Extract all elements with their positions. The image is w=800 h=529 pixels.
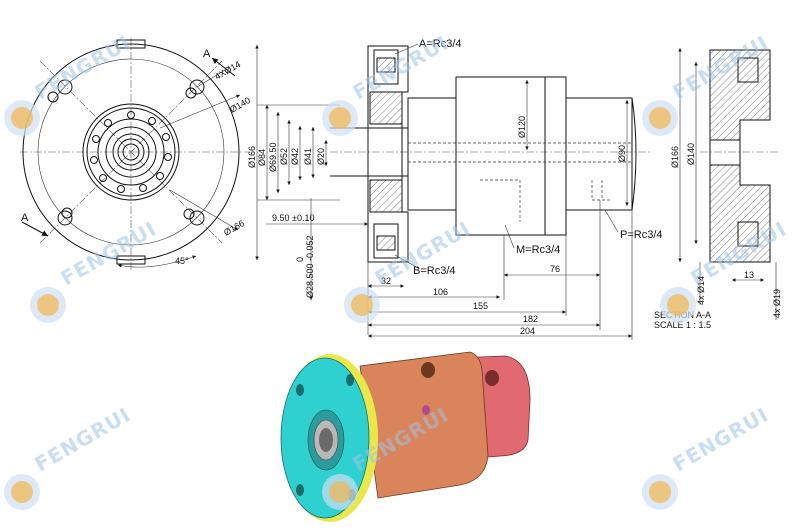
vertical-dimensions: Ø166 Ø84 Ø69.50 Ø52 Ø42 Ø41 Ø20 Ø120 Ø90… xyxy=(247,45,629,300)
dim-dia-41: Ø41 xyxy=(303,148,313,165)
dim-dia-20: Ø20 xyxy=(316,148,326,165)
section-mark-a-lower: A xyxy=(21,212,29,224)
side-view: Ø166 Ø84 Ø69.50 Ø52 Ø42 Ø41 Ø20 Ø120 Ø90… xyxy=(247,38,663,340)
dim-204: 204 xyxy=(520,326,535,336)
dim-dia-90: Ø90 xyxy=(617,145,627,162)
dim-pcd-140: Ø140 xyxy=(228,95,252,115)
port-a-label: A=Rc3/4 xyxy=(419,38,462,50)
section-dim-holes-19: 4x Ø19 xyxy=(772,289,782,318)
fengrui-logo-icon xyxy=(30,287,66,323)
fengrui-logo-icon xyxy=(322,474,358,510)
fengrui-logo-icon xyxy=(642,474,678,510)
dim-9-50: 9.50 ±0.10 xyxy=(272,213,314,223)
watermark-text: FENGRUI xyxy=(371,216,475,290)
front-view: A A 4XØ14 Ø140 Ø166 45° xyxy=(20,38,252,272)
dim-dia-120: Ø120 xyxy=(517,116,527,138)
dim-dia-84: Ø84 xyxy=(257,149,267,166)
dim-dia-42: Ø42 xyxy=(290,148,300,165)
fengrui-logo-icon xyxy=(660,287,696,323)
fengrui-logo-icon xyxy=(344,287,380,323)
port-p-label: P=Rc3/4 xyxy=(620,229,663,241)
watermark-text: FENGRUI xyxy=(31,30,135,104)
dim-76: 76 xyxy=(550,264,560,274)
watermark-text: FENGRUI xyxy=(31,402,135,476)
dim-dia-166: Ø166 xyxy=(247,146,257,168)
dim-155: 155 xyxy=(473,301,488,311)
section-dim-140: Ø140 xyxy=(686,143,696,165)
dim-pcd-166: Ø166 xyxy=(222,218,246,238)
section-dim-holes-14: 4x Ø14 xyxy=(696,276,706,305)
iso-view xyxy=(280,351,531,522)
mounting-holes xyxy=(47,79,205,226)
dim-tolerance-upper: 0 xyxy=(295,257,305,262)
dim-106: 106 xyxy=(433,287,448,297)
fengrui-logo-icon xyxy=(4,100,40,136)
dim-182: 182 xyxy=(523,314,538,324)
section-mark-a-upper: A xyxy=(203,48,211,60)
fengrui-logo-icon xyxy=(322,100,358,136)
dim-dia-52: Ø52 xyxy=(279,148,289,165)
port-m-label: M=Rc3/4 xyxy=(516,244,560,256)
section-dim-13: 13 xyxy=(744,270,754,280)
port-b-label: B=Rc3/4 xyxy=(413,265,456,277)
watermark-text: FENGRUI xyxy=(669,402,773,476)
watermark-text: FENGRUI xyxy=(57,216,161,290)
fengrui-logo-icon xyxy=(4,474,40,510)
dim-dia-69-50: Ø69.50 xyxy=(268,142,278,172)
body-section xyxy=(359,351,489,499)
section-scale: SCALE 1 : 1.5 xyxy=(654,320,711,330)
dim-angle: 45° xyxy=(175,256,189,266)
dim-tolerance: Ø28.500 -0.052 xyxy=(305,235,315,298)
fengrui-logo-icon xyxy=(642,100,678,136)
section-dim-166: Ø166 xyxy=(670,146,680,168)
dim-32: 32 xyxy=(381,276,391,286)
small-bolt-circle xyxy=(90,111,172,193)
horizontal-dimensions: 32 106 155 182 204 76 xyxy=(367,200,633,340)
